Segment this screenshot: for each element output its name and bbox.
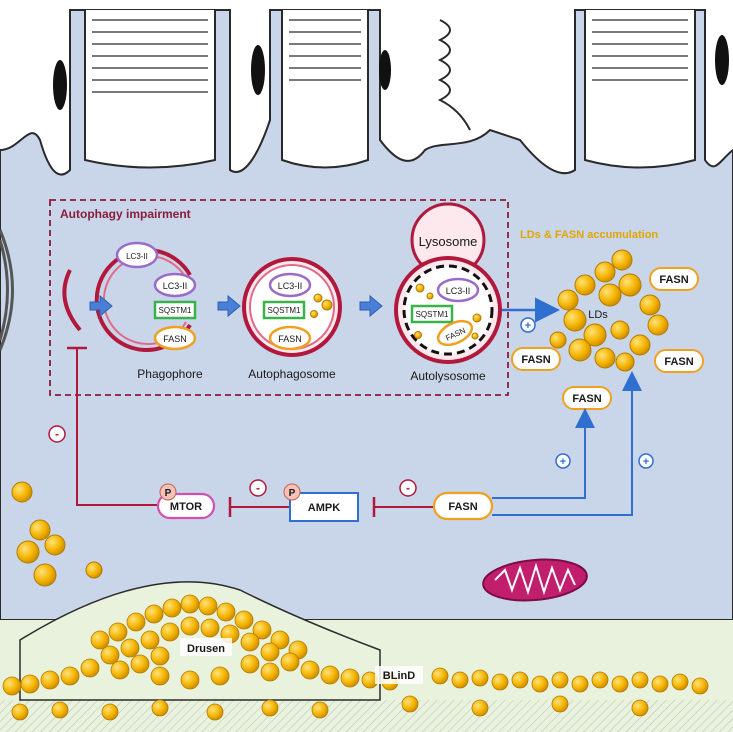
inhibit-mtor-to-membrane	[76, 348, 160, 506]
lds-label: LDs	[588, 309, 608, 321]
lc3-badge-autophago: LC3-II	[268, 272, 312, 298]
sqstm1-badge-phago: SQSTM1	[153, 300, 197, 320]
svg-text:+: +	[560, 456, 566, 468]
svg-text:AMPK: AMPK	[308, 502, 340, 514]
plus-sign-2: +	[638, 453, 654, 469]
fasn-badge-autolyso: FASN	[436, 319, 474, 347]
lc3-badge-autolyso: LC3-II	[436, 277, 480, 303]
mtor-node: MTOR	[156, 492, 216, 520]
autolyso-lipids	[414, 283, 482, 340]
autophagosome-label: Autophagosome	[248, 367, 336, 381]
fasn-node: FASN	[432, 491, 494, 521]
svg-text:-: -	[256, 481, 260, 495]
svg-text:MTOR: MTOR	[170, 501, 202, 513]
svg-text:+: +	[525, 320, 531, 332]
autophagy-impairment-box	[49, 199, 509, 396]
fasn-pill-1: FASN	[649, 267, 699, 291]
autophago-lipids	[310, 293, 333, 318]
svg-text:P: P	[165, 488, 172, 499]
svg-text:-: -	[55, 427, 59, 441]
minus-sign-mtor: -	[249, 479, 267, 497]
autolysosome-label: Autolysosome	[410, 369, 486, 383]
svg-text:LC3-II: LC3-II	[163, 281, 188, 291]
plus-sign-lds: +	[520, 317, 536, 333]
drusen-deposit	[2, 594, 360, 696]
svg-text:FASN: FASN	[521, 354, 550, 366]
svg-text:LC3-II: LC3-II	[126, 252, 148, 261]
svg-text:SQSTM1: SQSTM1	[159, 306, 192, 315]
ampk-node: AMPK	[289, 492, 359, 522]
sqstm1-badge-autophago: SQSTM1	[262, 300, 306, 320]
fasn-pill-3: FASN	[654, 349, 704, 373]
autophagy-title: Autophagy impairment	[60, 207, 191, 221]
minus-sign-membrane: -	[48, 425, 66, 443]
free-lipid-droplets	[11, 481, 103, 587]
isolation-membrane	[62, 269, 82, 332]
basal-lamina-hatch	[0, 700, 733, 732]
svg-text:FASN: FASN	[278, 334, 302, 344]
lysosome: Lysosome	[410, 202, 486, 278]
blind-label-box: BLinD	[375, 666, 423, 684]
lc3-badge-phago-out: LC3-II	[115, 241, 159, 269]
arrow-fasn-up-1	[492, 408, 595, 499]
fasn-pill-4: FASN	[562, 386, 612, 410]
lc3-badge-phago-in: LC3-II	[153, 272, 197, 298]
svg-text:SQSTM1: SQSTM1	[416, 310, 449, 319]
svg-text:P: P	[289, 488, 296, 499]
svg-text:FASN: FASN	[163, 334, 187, 344]
svg-text:+: +	[643, 456, 649, 468]
svg-text:LC3-II: LC3-II	[446, 286, 471, 296]
svg-text:Drusen: Drusen	[187, 643, 225, 655]
fasn-badge-autophago: FASN	[268, 325, 312, 351]
fasn-pill-2: FASN	[511, 347, 561, 371]
sqstm1-badge-autolyso: SQSTM1	[410, 304, 454, 324]
lds-fasn-title: LDs & FASN accumulation	[520, 229, 658, 241]
svg-text:SQSTM1: SQSTM1	[268, 306, 301, 315]
fasn-badge-phago: FASN	[153, 325, 197, 351]
svg-text:FASN: FASN	[659, 274, 688, 286]
stage-arrows	[89, 294, 383, 318]
microvilli-coil	[437, 19, 471, 131]
phagophore-label: Phagophore	[137, 367, 203, 381]
svg-text:FASN: FASN	[572, 393, 601, 405]
plus-sign-1: +	[555, 453, 571, 469]
drusen-label-box: Drusen	[180, 638, 232, 656]
mitochondrion	[482, 558, 588, 602]
svg-text:LC3-II: LC3-II	[278, 281, 303, 291]
microvilli-lines	[92, 19, 688, 93]
svg-text:FASN: FASN	[448, 501, 477, 513]
lipid-droplet-cluster	[549, 249, 669, 372]
svg-text:-: -	[406, 481, 410, 495]
svg-text:BLinD: BLinD	[383, 670, 415, 682]
minus-sign-ampk: -	[399, 479, 417, 497]
golgi-apparatus	[0, 229, 14, 351]
phospho-mtor: P	[159, 483, 177, 501]
melanosomes	[53, 35, 729, 110]
microvilli-top	[84, 10, 696, 169]
svg-text:FASN: FASN	[664, 356, 693, 368]
phospho-ampk: P	[283, 483, 301, 501]
blind-deposit	[11, 667, 709, 721]
svg-text:Lysosome: Lysosome	[419, 234, 478, 249]
arrow-fasn-up-2	[492, 371, 642, 516]
